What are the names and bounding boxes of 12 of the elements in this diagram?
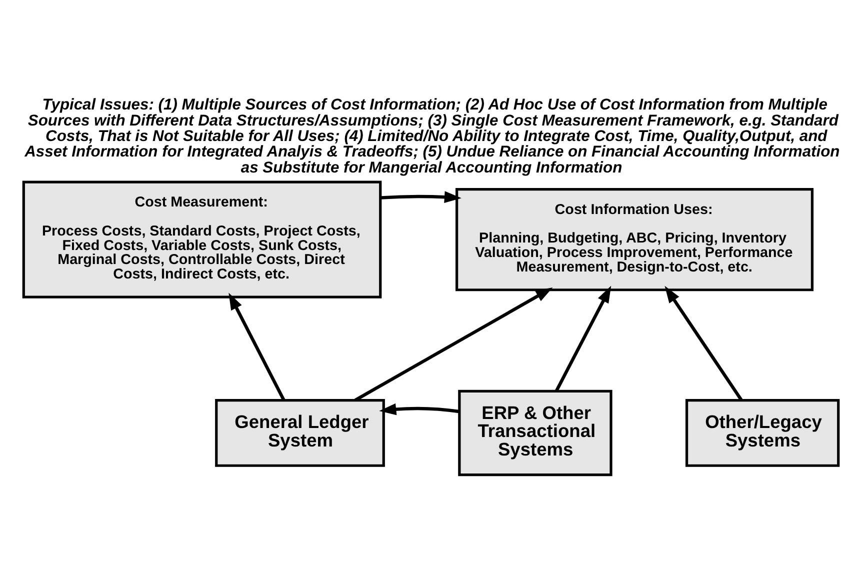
arrow bbox=[379, 403, 460, 416]
arrow bbox=[228, 292, 286, 401]
node-box: Cost Measurement: Process Costs, Standard Costs, Project Costs, Fixed Costs, Variable Costs, Sunk Costs, Marginal Costs, Controllable Costs, Direct Costs, Indirect Costs, etc. bbox=[22, 180, 382, 298]
node-box: Cost Information Uses: Planning, Budgeting, ABC, Pricing, Inventory Valuation, Process Improvement, Performance Measurement, Design-to-Cost, etc. bbox=[456, 188, 814, 292]
node-box: General Ledger System bbox=[215, 398, 385, 467]
arrow bbox=[555, 286, 612, 392]
arrow bbox=[664, 286, 743, 402]
node-box: ERP & Other Transactional Systems bbox=[458, 390, 612, 476]
diagram-title: Typical Issues: (1) Multiple Sources of Cost Information; (2) Ad Hoc Use of Cost Information from Multiple Sources with Different Data Structures/Assumptions; (3) Single Cost Measurement Framework, e.g. Standard Costs, That is Not Suitable for All Uses; (4) Limited/No Ability to Integrate Cost, Time, Quality,Output, and Asset Information for Integrated Analyis & Tradeoffs; (5) Undue Reliance on Financial Accounting Information as Substitute for Mangerial Accounting Information bbox=[24, 96, 840, 176]
arrow bbox=[380, 191, 462, 204]
arrow bbox=[354, 288, 553, 402]
node-box: Other/Legacy Systems bbox=[685, 398, 840, 467]
